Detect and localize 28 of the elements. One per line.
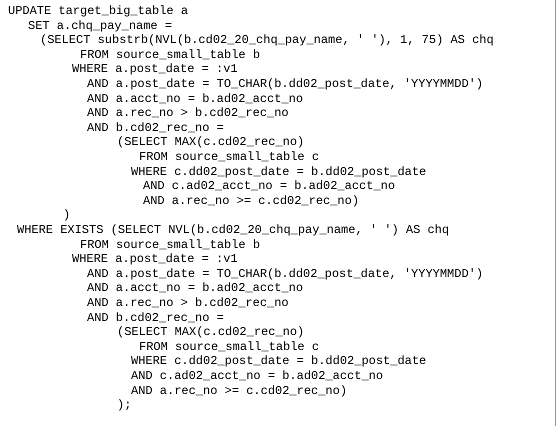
code-line: SET a.chq_pay_name = [28,18,172,33]
code-line: ); [117,398,132,412]
code-line: WHERE c.dd02_post_date = b.dd02_post_date [131,164,426,179]
code-line: AND c.ad02_acct_no = b.ad02_acct_no [143,179,396,194]
code-line: (SELECT MAX(c.cd02_rec_no) [117,135,304,150]
code-line: AND a.rec_no >= c.cd02_rec_no) [131,384,348,398]
code-line: (SELECT substrb(NVL(b.cd02_20_chq_pay_name, ' '), 1, 75) AS chq [40,33,494,48]
code-line: FROM source_small_table b [80,238,260,252]
code-line: WHERE EXISTS (SELECT NVL(b.cd02_20_chq_pay_name, ' ') AS chq [17,223,450,237]
code-line: AND a.acct_no = b.ad02_acct_no [87,92,304,106]
code-line: ) [63,208,70,222]
code-line: AND a.rec_no > b.cd02_rec_no [87,296,289,310]
code-line: AND a.rec_no >= c.cd02_rec_no) [143,194,360,208]
code-line: AND a.post_date = TO_CHAR(b.dd02_post_date, 'YYYYMMDD') [87,266,484,281]
code-line: AND c.ad02_acct_no = b.ad02_acct_no [131,369,384,383]
code-line: AND a.post_date = TO_CHAR(b.dd02_post_date, 'YYYYMMDD') [87,77,484,91]
code-line: AND a.rec_no > b.cd02_rec_no [87,106,289,120]
code-line: UPDATE target_big_table a [8,4,188,18]
code-line: WHERE a.post_date = :v1 [72,62,238,76]
code-line: (SELECT MAX(c.cd02_rec_no) [117,325,304,340]
code-line: FROM source_small_table b [80,48,260,62]
code-line: AND b.cd02_rec_no = [87,310,224,325]
code-line: FROM source_small_table c [139,150,320,164]
code-line: WHERE c.dd02_post_date = b.dd02_post_date [131,354,426,368]
code-line: AND b.cd02_rec_no = [87,120,224,135]
code-line: WHERE a.post_date = :v1 [72,252,238,266]
code-line: FROM source_small_table c [139,340,320,354]
code-line: AND a.acct_no = b.ad02_acct_no [87,281,304,296]
